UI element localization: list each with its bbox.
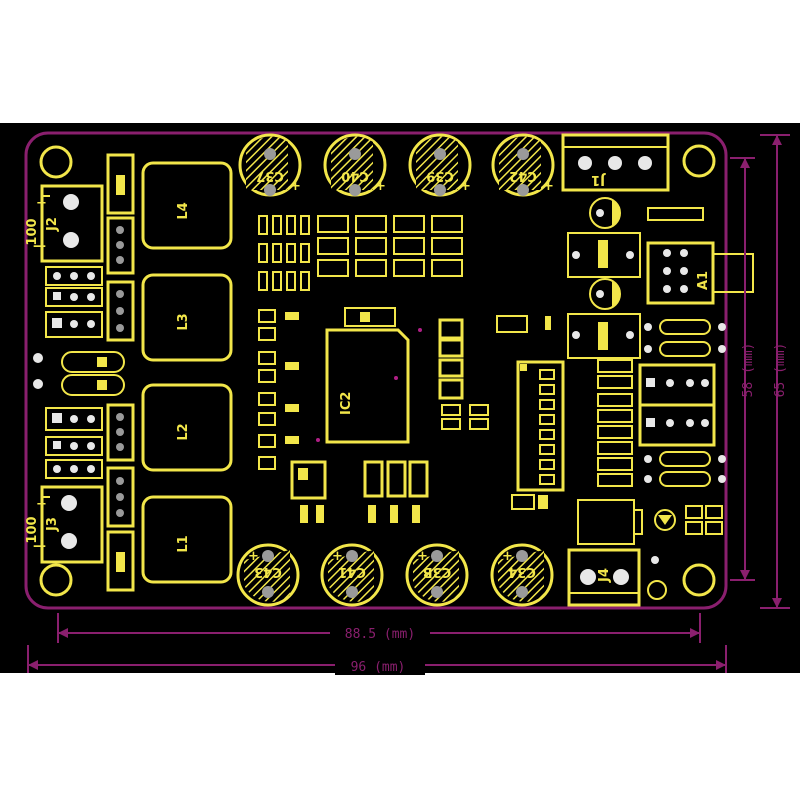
smd-resistor <box>286 271 296 291</box>
j3-plus: + <box>36 497 47 512</box>
smd-capacitor <box>355 237 387 255</box>
c41-label: C41 <box>338 564 366 579</box>
a1-label: A1 <box>696 271 711 290</box>
capacitor-c39: C39 + <box>408 133 472 197</box>
smd-left-column <box>258 309 299 470</box>
c37-label: C37 <box>256 168 284 183</box>
dimension-width-outer: 96 (mm) <box>27 645 727 675</box>
c40-label: C40 <box>341 168 369 183</box>
smd-capacitor <box>393 237 425 255</box>
j3-label: J3 <box>45 517 60 532</box>
j3-mark: 100 <box>25 516 40 543</box>
svg-text:+: + <box>290 179 301 194</box>
smd-resistor <box>300 271 310 291</box>
j4-label: J4 <box>597 568 612 583</box>
dimension-width-inner: 88.5 (mm) <box>57 613 701 643</box>
smd-resistor <box>258 271 268 291</box>
j2-minus: — <box>33 239 46 254</box>
mounting-holes <box>39 144 716 597</box>
capacitor-c41: C41 + <box>320 543 384 607</box>
svg-text:+: + <box>248 549 259 564</box>
smd-resistor <box>286 243 296 263</box>
svg-text:+: + <box>417 549 428 564</box>
smd-resistor <box>258 243 268 263</box>
ic2-chip: IC2 <box>316 328 422 444</box>
capacitor-c43: C43 + <box>236 543 300 607</box>
capacitor-c42: C42 + <box>491 133 555 197</box>
inductor-l2: L2 <box>141 383 233 472</box>
c43-label: C43 <box>254 564 282 579</box>
smd-bottom-row <box>290 460 429 523</box>
inductor-l1: L1 <box>141 495 233 584</box>
l2-label: L2 <box>176 423 191 440</box>
capacitor-c38: C3B + <box>405 543 469 607</box>
smd-grid <box>258 215 463 291</box>
smd-resistor <box>272 271 282 291</box>
smd-capacitor <box>431 259 463 277</box>
j2-plus: + <box>36 196 47 211</box>
resistor-array-right <box>511 359 633 510</box>
smd-capacitor <box>393 259 425 277</box>
inductor-l4: L4 <box>141 161 233 250</box>
dimension-height-outer: 65 (mm) <box>760 134 790 609</box>
j2-mark: 100 <box>25 218 40 245</box>
smd-resistor <box>258 215 268 235</box>
c42-label: C42 <box>509 168 537 183</box>
smd-capacitor <box>317 259 349 277</box>
terminal-j2: J2 100 + — <box>25 184 104 263</box>
bottom-right-parts <box>577 499 723 600</box>
svg-text:+: + <box>543 179 554 194</box>
transistor-parts-right <box>567 197 704 359</box>
c34-label: C34 <box>508 564 536 579</box>
smd-resistor <box>272 215 282 235</box>
l1-label: L1 <box>176 535 191 552</box>
l4-label: L4 <box>176 202 191 219</box>
svg-text:+: + <box>460 179 471 194</box>
smd-capacitor <box>431 215 463 233</box>
smd-capacitor <box>355 215 387 233</box>
j1-label: J1 <box>591 172 606 187</box>
dimension-height-inner: 58 (mm) <box>730 157 756 581</box>
ic2-top-parts <box>344 307 396 327</box>
c39-label: C39 <box>426 168 454 183</box>
capacitor-c34: C34 + <box>490 543 554 607</box>
capacitor-c40: C40 + <box>323 133 387 197</box>
left-jumper-blocks <box>45 266 103 479</box>
terminal-j3: J3 100 + — <box>25 485 104 564</box>
width-outer-label: 96 (mm) <box>351 660 406 675</box>
smd-capacitor <box>355 259 387 277</box>
smd-stack-right-ic2 <box>438 315 551 430</box>
smd-capacitor <box>431 237 463 255</box>
inductor-l3: L3 <box>141 273 233 362</box>
height-inner-label: 58 (mm) <box>741 343 756 398</box>
svg-text:+: + <box>375 179 386 194</box>
left-resistor-column <box>106 153 135 592</box>
smd-capacitor <box>317 237 349 255</box>
j3-minus: — <box>33 539 46 554</box>
smd-resistor <box>300 215 310 235</box>
svg-text:+: + <box>502 549 513 564</box>
smd-resistor <box>272 243 282 263</box>
l3-label: L3 <box>176 313 191 330</box>
smd-resistor <box>286 215 296 235</box>
smd-capacitor <box>393 215 425 233</box>
svg-text:+: + <box>332 549 343 564</box>
ic2-label: IC2 <box>339 392 354 415</box>
smd-resistor <box>300 243 310 263</box>
pin-header-strip <box>516 360 565 492</box>
width-inner-label: 88.5 (mm) <box>345 627 415 642</box>
board-outline <box>24 131 728 610</box>
connector-j1: J1 <box>561 133 670 192</box>
left-oval-parts <box>33 351 125 396</box>
smd-capacitor <box>317 215 349 233</box>
right-resistors <box>638 319 726 487</box>
c38-label: C3B <box>423 564 452 579</box>
module-a1: A1 <box>646 241 754 305</box>
height-outer-label: 65 (mm) <box>773 343 788 398</box>
j2-label: J2 <box>45 217 60 232</box>
connector-j4: J4 <box>567 548 641 607</box>
capacitor-c37: C37 + <box>238 133 302 197</box>
